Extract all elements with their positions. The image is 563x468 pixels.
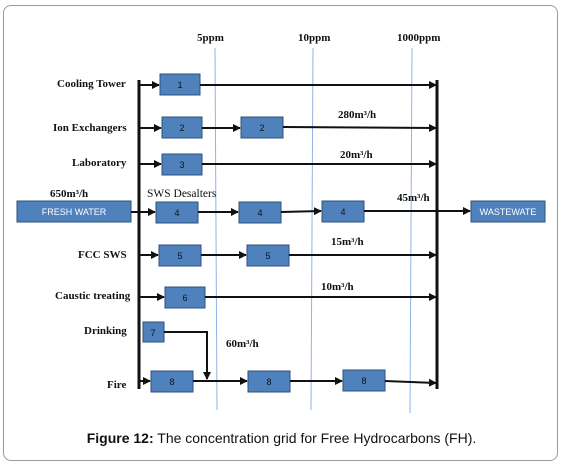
process-box-5a-label: 5 (177, 251, 182, 261)
figure-caption: Figure 12: The concentration grid for Fr… (0, 430, 563, 446)
process-box-8c (342, 369, 386, 392)
row-label-sws-desalters: SWS Desalters (147, 188, 217, 200)
flow-label-fcc-sws: 15m³/h (331, 236, 364, 248)
caption-prefix: Figure 12: (86, 430, 154, 446)
arrow-sws-desalters-mid2 (280, 207, 322, 216)
wastewater-box (470, 200, 546, 223)
process-box-8c-label: 8 (361, 376, 366, 386)
arrow-ion-exchangers-out (282, 123, 437, 132)
flow-label-ion-exchangers: 280m³/h (338, 109, 376, 121)
arrow-drinking-to-fire (164, 331, 211, 380)
arrow-fire-out (384, 378, 437, 387)
process-box-4b-label: 4 (257, 208, 262, 218)
process-box-6-label: 6 (182, 293, 187, 303)
conc-label-1000ppm: 1000ppm (397, 32, 440, 44)
process-box-4b (238, 201, 282, 224)
process-box-4c-label: 4 (340, 207, 345, 217)
row-label-fire: Fire (107, 379, 126, 391)
process-box-7-label: 7 (150, 328, 155, 338)
process-box-2a-label: 2 (179, 123, 184, 133)
conc-line-10ppm (310, 47, 314, 411)
row-label-laboratory: Laboratory (72, 157, 127, 169)
flow-label-fire: 60m³/h (226, 338, 259, 350)
conc-line-5ppm (214, 47, 218, 411)
wastewater-label: WASTEWATE (480, 207, 537, 217)
row-label-drinking: Drinking (84, 325, 127, 337)
conc-label-10ppm: 10ppm (298, 32, 330, 44)
process-box-8a-label: 8 (169, 377, 174, 387)
conc-line-1000ppm (409, 47, 413, 414)
row-label-ion-exchangers: Ion Exchangers (53, 122, 127, 134)
process-box-2b-label: 2 (259, 123, 264, 133)
row-label-cooling-tower: Cooling Tower (57, 78, 126, 90)
conc-label-5ppm: 5ppm (197, 32, 224, 44)
process-box-4a-label: 4 (174, 208, 179, 218)
flow-label-caustic-treating: 10m³/h (321, 281, 354, 293)
process-box-5b-label: 5 (265, 251, 270, 261)
flow-label-laboratory: 20m³/h (340, 149, 373, 161)
figure-border (3, 5, 558, 461)
process-box-8b-label: 8 (266, 377, 271, 387)
row-label-fcc-sws: FCC SWS (78, 249, 127, 261)
fresh-water-label: FRESH WATER (42, 207, 107, 217)
process-box-1-label: 1 (177, 80, 182, 90)
process-box-3-label: 3 (179, 160, 184, 170)
caption-text: The concentration grid for Free Hydrocar… (153, 430, 477, 446)
row-label-caustic-treating: Caustic treating (55, 290, 131, 302)
flow-label-fresh-water: 650m³/h (50, 188, 88, 200)
flow-label-sws-desalters: 45m³/h (397, 192, 430, 204)
